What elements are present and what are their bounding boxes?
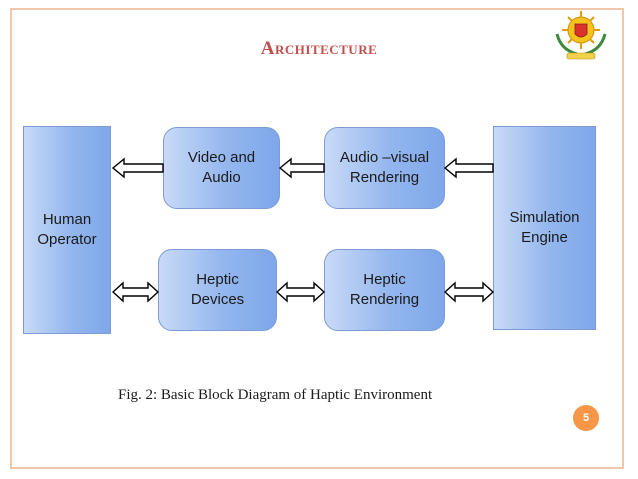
arrow-rendering-sim [443,281,495,303]
arrow-va-to-human [111,157,164,179]
human-operator-block: Human Operator [23,126,111,334]
heptic-devices-block: Heptic Devices [158,249,277,331]
arrow-sim-to-avr [443,157,494,179]
video-audio-block: Video and Audio [163,127,280,209]
page-number-badge: 5 [573,405,599,431]
heptic-rendering-block: Heptic Rendering [324,249,445,331]
simulation-engine-block: Simulation Engine [493,126,596,330]
arrow-human-heptic-devices [111,281,160,303]
audio-visual-rendering-block: Audio –visual Rendering [324,127,445,209]
slide-title: Architecture [260,38,378,59]
arrow-devices-rendering [275,281,326,303]
figure-caption: Fig. 2: Basic Block Diagram of Haptic En… [118,387,433,403]
institution-crest-icon [555,11,607,60]
arrow-avr-to-va [278,157,325,179]
